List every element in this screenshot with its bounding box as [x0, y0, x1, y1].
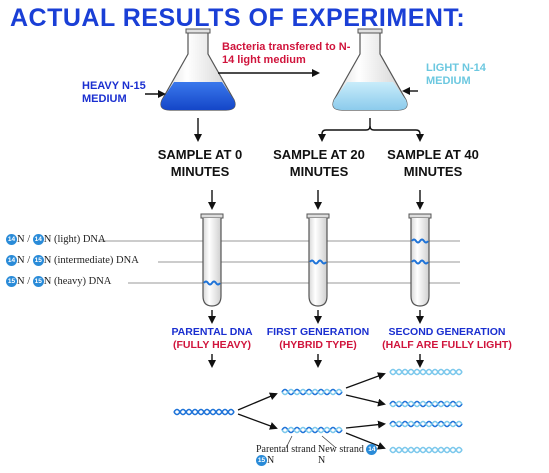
strand-text: New strand — [318, 444, 364, 455]
isotope-badge: 15 — [6, 276, 17, 287]
element-symbol: N — [318, 455, 326, 466]
sample40-branch — [369, 125, 424, 142]
hybrid-dna-helix — [389, 420, 463, 428]
row-text: N (intermediate) DNA — [43, 255, 139, 266]
hybrid-dna-helix — [281, 426, 343, 434]
generation-name: SECOND GENERATION — [388, 326, 506, 338]
parental-generation-label: PARENTAL DNA (FULLY HEAVY) — [132, 326, 292, 352]
sample-20-label: SAMPLE AT 20 MINUTES — [273, 147, 365, 179]
sample-0-label: SAMPLE AT 0 MINUTES — [157, 147, 243, 179]
replication-arrow — [345, 420, 386, 429]
isotope-badge: 15 — [256, 455, 267, 466]
first-generation-label: FIRST GENERATION (HYBRID TYPE) — [238, 326, 398, 352]
isotope-badge: 14 — [32, 234, 44, 245]
element-symbol: N — [267, 455, 275, 466]
row-text: N (heavy) DNA — [43, 276, 112, 287]
light-flask-icon — [332, 28, 408, 111]
isotope-badge: 14 — [6, 255, 17, 266]
isotope-badge: 15 — [32, 276, 44, 287]
isotope-badge: 14 — [366, 444, 378, 455]
light-dna-helix — [389, 368, 463, 376]
replication-arrow — [237, 392, 278, 411]
heavy-medium-label: HEAVY N-15 MEDIUM — [82, 80, 146, 105]
light-dna-band — [411, 238, 429, 244]
hybrid-dna-band — [309, 259, 327, 265]
transfer-note: Bacteria transfered to N-14 light medium — [222, 41, 351, 66]
generation-name: FIRST GENERATION — [266, 326, 370, 338]
test-tube-icon — [408, 213, 432, 307]
generation-name: PARENTAL DNA — [171, 326, 253, 338]
hybrid-dna-band — [411, 259, 429, 265]
parental-dna-helix — [173, 408, 235, 416]
test-tube-icon — [200, 213, 224, 307]
sample20-branch — [318, 118, 371, 142]
parental-strand-pointer — [285, 435, 293, 449]
hybrid-dna-helix — [389, 400, 463, 408]
light-dna-helix — [389, 446, 463, 454]
strand-text: Parental strand — [256, 444, 316, 455]
generation-note: (FULLY HEAVY) — [173, 339, 251, 351]
sample-40-label: SAMPLE AT 40 MINUTES — [387, 147, 479, 179]
row-text: N (light) DNA — [43, 234, 106, 245]
replication-arrow — [345, 394, 386, 407]
hybrid-dna-helix — [281, 388, 343, 396]
isotope-badge: 15 — [32, 255, 44, 266]
generation-note: (HALF ARE FULLY LIGHT) — [382, 339, 512, 351]
generation-note: (HYBRID TYPE) — [279, 339, 357, 351]
replication-arrow — [345, 372, 386, 389]
heavy-dna-band — [203, 280, 221, 286]
light-medium-label: LIGHT N-14 MEDIUM — [426, 62, 486, 87]
second-generation-label: SECOND GENERATION (HALF ARE FULLY LIGHT) — [362, 326, 532, 352]
page-title: ACTUAL RESULTS OF EXPERIMENT: — [10, 4, 466, 32]
replication-arrow — [237, 413, 278, 430]
heavy-flask-icon — [160, 28, 236, 111]
isotope-badge: 14 — [6, 234, 17, 245]
new-strand-label: New strand 14N — [318, 444, 378, 466]
new-strand-pointer — [321, 435, 337, 449]
replication-arrow — [345, 432, 386, 450]
test-tube-icon — [306, 213, 330, 307]
